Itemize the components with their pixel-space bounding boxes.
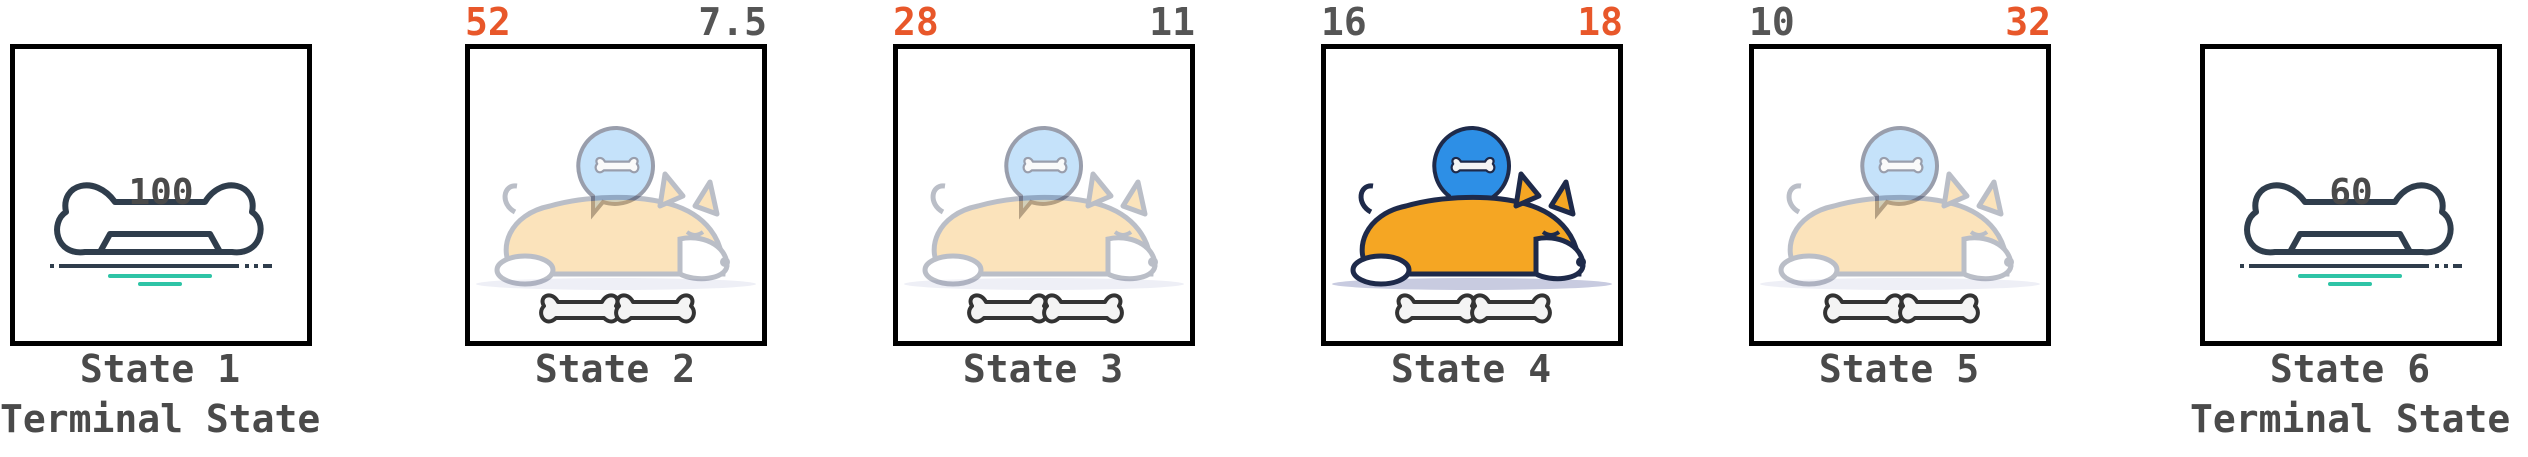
left-action-value: 52	[465, 0, 511, 44]
reward-value: 100	[128, 172, 193, 213]
right-action-value: 7.5	[698, 0, 767, 44]
state-illustration	[476, 125, 756, 324]
right-action-value: 32	[2005, 0, 2051, 44]
bone-pair-icon	[539, 293, 696, 324]
sleeping-dog-icon	[1778, 171, 2014, 287]
right-action-value: 18	[1577, 0, 1623, 44]
bone-pair-icon	[1395, 293, 1552, 324]
thought-bubble-bone-icon	[576, 125, 655, 220]
sleeping-dog-icon	[494, 171, 730, 287]
terminal-state-label: Terminal State	[2190, 397, 2511, 441]
state-illustration: 100	[50, 172, 272, 286]
terminal-state-label: Terminal State	[0, 397, 321, 441]
right-action-value: 11	[1149, 0, 1195, 44]
state-box	[2200, 44, 2502, 346]
state-illustration	[904, 125, 1184, 324]
state-label: State 2	[534, 347, 696, 391]
bone-pair-icon	[967, 293, 1124, 324]
state-illustration	[1332, 125, 1612, 324]
state-label: State 6	[2269, 347, 2431, 391]
state-illustration	[1760, 125, 2040, 324]
bone-reward-icon	[50, 182, 272, 286]
state-label: State 4	[1390, 347, 1552, 391]
state-label: State 5	[1818, 347, 1980, 391]
thought-bubble-bone-icon	[1860, 125, 1939, 220]
left-action-value: 10	[1749, 0, 1795, 44]
left-action-value: 28	[893, 0, 939, 44]
dog-shadow	[904, 278, 1184, 290]
sleeping-dog-icon	[1350, 171, 1586, 287]
state-box	[10, 44, 312, 346]
bone-reward-icon	[2240, 182, 2462, 286]
state-label: State 1	[79, 347, 241, 391]
reward-value: 60	[2329, 172, 2372, 213]
dog-shadow	[476, 278, 756, 290]
state-illustration: 60	[2240, 172, 2462, 286]
sleeping-dog-icon	[922, 171, 1158, 287]
left-action-value: 16	[1321, 0, 1367, 44]
dog-shadow	[1760, 278, 2040, 290]
thought-bubble-bone-icon	[1004, 125, 1083, 220]
state-label: State 3	[962, 347, 1124, 391]
bone-pair-icon	[1823, 293, 1980, 324]
